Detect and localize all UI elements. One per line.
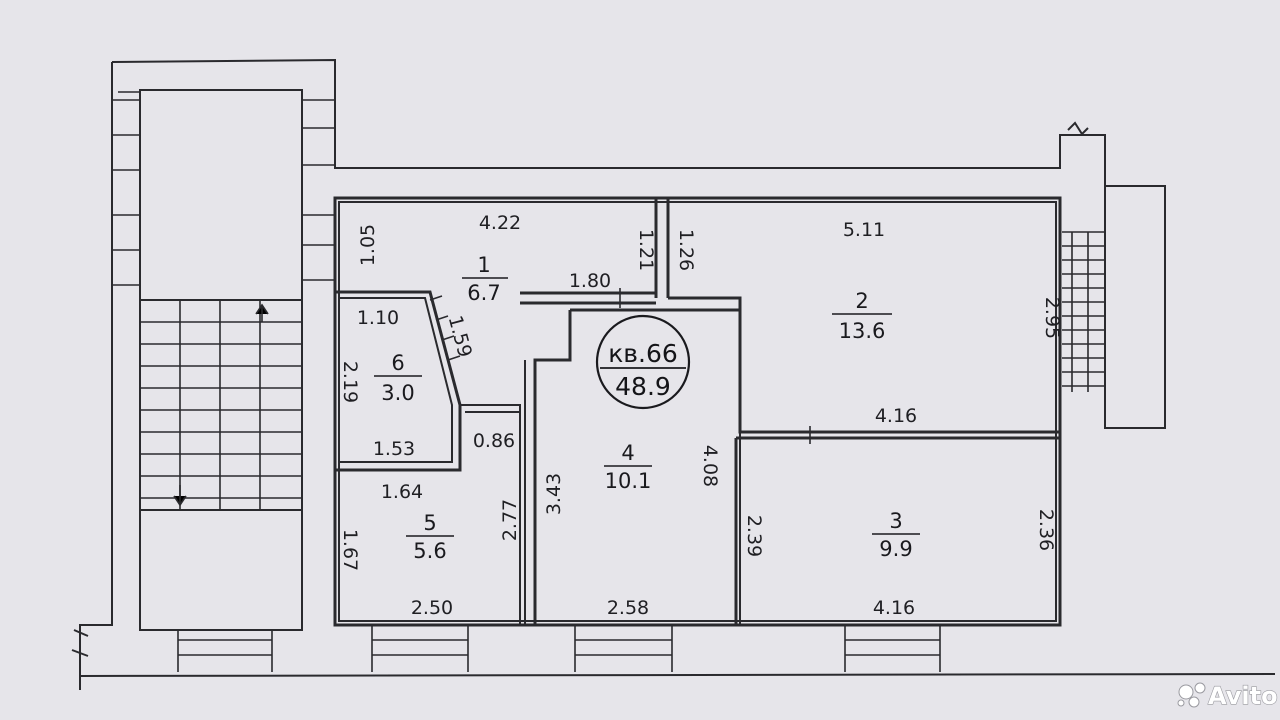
room-2-number: 2 xyxy=(855,289,868,313)
room-3-number: 3 xyxy=(889,509,902,533)
room-5-area: 5.6 xyxy=(413,539,446,563)
dim-0-86: 0.86 xyxy=(473,430,515,452)
dim-2-95: 2.95 xyxy=(1041,297,1063,339)
room-1-number: 1 xyxy=(477,253,490,277)
building-outline xyxy=(71,58,1276,690)
dim-5-11: 5.11 xyxy=(843,219,885,241)
windows xyxy=(177,626,941,672)
dim-1-26: 1.26 xyxy=(675,229,697,271)
dim-1-10: 1.10 xyxy=(357,307,399,329)
dim-2-58: 2.58 xyxy=(607,597,649,619)
dim-4-22: 4.22 xyxy=(479,212,521,234)
avito-logo-icon xyxy=(1177,682,1206,708)
dim-1-59: 1.59 xyxy=(444,313,476,360)
room-6-area: 3.0 xyxy=(381,381,414,405)
dim-1-67: 1.67 xyxy=(339,529,361,571)
dim-2-77: 2.77 xyxy=(499,499,521,541)
dim-1-64: 1.64 xyxy=(381,481,423,503)
dim-1-05: 1.05 xyxy=(357,224,379,266)
dim-3-43: 3.43 xyxy=(543,473,565,515)
room-1-area: 6.7 xyxy=(467,281,500,305)
room-4-number: 4 xyxy=(621,441,634,465)
stairwell xyxy=(112,89,335,631)
dim-2-36: 2.36 xyxy=(1035,509,1057,551)
dim-1-21: 1.21 xyxy=(635,229,657,271)
apartment-label: кв.66 xyxy=(608,339,678,368)
room-3-area: 9.9 xyxy=(879,537,912,561)
dim-1-53: 1.53 xyxy=(373,438,415,460)
dim-2-50: 2.50 xyxy=(411,597,453,619)
dim-2-19: 2.19 xyxy=(339,361,361,403)
avito-text: Avito xyxy=(1208,682,1278,710)
dim-2-39: 2.39 xyxy=(743,515,765,557)
room-labels: 1 6.7 2 13.6 3 9.9 4 10.1 5 5.6 6 3.0 xyxy=(374,253,920,563)
apartment-area: 48.9 xyxy=(615,372,671,401)
room-5-number: 5 xyxy=(423,511,436,535)
apartment-marker: кв.66 48.9 xyxy=(595,314,691,410)
apartment-walls xyxy=(333,196,1062,627)
room-2-area: 13.6 xyxy=(839,319,886,343)
dim-1-80: 1.80 xyxy=(569,270,611,292)
interior-walls xyxy=(335,198,1060,625)
dimension-labels: 4.22 1.05 1.21 1.26 1.80 5.11 2.95 1.10 … xyxy=(339,212,1063,619)
room-6-number: 6 xyxy=(391,351,404,375)
room-4-area: 10.1 xyxy=(605,469,652,493)
dim-4-16-upper: 4.16 xyxy=(875,405,917,427)
dim-4-08: 4.08 xyxy=(699,445,721,487)
dim-4-16-lower: 4.16 xyxy=(873,597,915,619)
avito-watermark: Avito xyxy=(1177,681,1278,711)
balcony xyxy=(1062,185,1166,429)
